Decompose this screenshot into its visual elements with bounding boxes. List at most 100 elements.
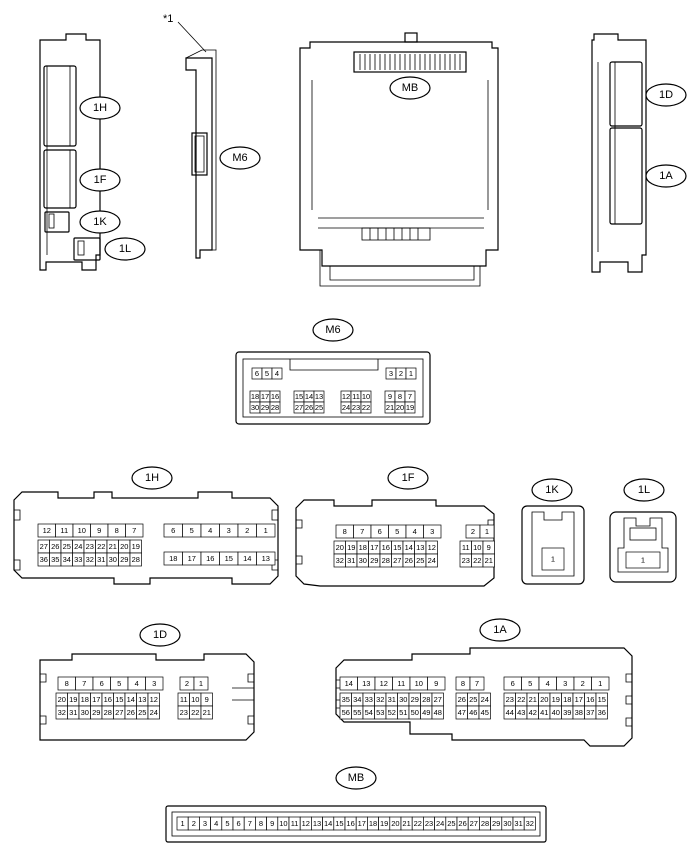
pin-number: 19: [552, 695, 560, 704]
m6-pin-9: 9: [384, 390, 396, 403]
1h-pin-13: 13: [256, 551, 276, 566]
1a-pin-31: 31: [385, 692, 398, 707]
m6-pin-11: 11: [350, 390, 362, 403]
pin-number: 4: [275, 369, 279, 378]
1f-pin-7: 7: [353, 524, 372, 539]
pin-number: 11: [397, 679, 405, 688]
pin-number: 30: [399, 695, 407, 704]
1f-pin-30: 30: [356, 553, 369, 568]
mb-pin-11: 11: [288, 816, 301, 831]
svg-text:MB: MB: [348, 772, 365, 784]
svg-text:1H: 1H: [93, 102, 107, 114]
svg-text:1D: 1D: [153, 629, 167, 641]
1h-pin-16: 16: [200, 551, 220, 566]
pin-number: 29: [92, 708, 100, 717]
pin-number: 19: [406, 403, 414, 412]
1d-pin-24: 24: [147, 705, 160, 720]
pin-number: 5: [528, 679, 532, 688]
1h-pin-19: 19: [129, 539, 142, 554]
1d-pin-1: 1: [193, 676, 209, 691]
pin-number: 29: [370, 556, 378, 565]
pin-number: 10: [78, 526, 86, 535]
svg-text:1A: 1A: [659, 170, 673, 182]
pin-number: 4: [135, 679, 139, 688]
pin-number: 18: [369, 819, 377, 828]
mb-pin-6: 6: [232, 816, 245, 831]
1h-pin-22: 22: [95, 539, 108, 554]
1h-pin-28: 28: [129, 552, 142, 567]
1f-pin-26: 26: [402, 553, 415, 568]
pin-number: 24: [428, 556, 436, 565]
pin-number: 2: [192, 819, 196, 828]
pin-number: 32: [376, 695, 384, 704]
1h-pin-18: 18: [163, 551, 183, 566]
pin-number: 14: [405, 543, 413, 552]
pin-number: 26: [405, 556, 413, 565]
1d-pin-29: 29: [90, 705, 103, 720]
1h-pin-8: 8: [107, 523, 126, 538]
pin-number: 33: [365, 695, 373, 704]
right-unit-view: [591, 33, 647, 273]
1f-pin-19: 19: [345, 540, 358, 555]
svg-text:1H: 1H: [145, 472, 159, 484]
pin-number: 32: [86, 555, 94, 564]
pin-number: 30: [251, 403, 259, 412]
1a-pin-38: 38: [572, 705, 585, 720]
pin-number: 11: [352, 392, 360, 401]
1f-pin-18: 18: [356, 540, 369, 555]
pin-number: 2: [581, 679, 585, 688]
pin-number: 3: [203, 819, 207, 828]
pin-number: 8: [343, 527, 347, 536]
mb-pin-10: 10: [277, 816, 290, 831]
1a-pin-6: 6: [503, 676, 522, 691]
pin-number: 5: [225, 819, 229, 828]
pin-number: 24: [74, 542, 82, 551]
pin-number: 20: [336, 543, 344, 552]
pin-number: 2: [185, 679, 189, 688]
pin-number: 29: [492, 819, 500, 828]
pin-number: 4: [413, 527, 417, 536]
pin-number: 13: [138, 695, 146, 704]
pin-number: 11: [60, 526, 68, 535]
1a-pin-35: 35: [339, 692, 352, 707]
1a-pin-54: 54: [362, 705, 375, 720]
pin-number: 26: [458, 695, 466, 704]
pin-number: 7: [360, 527, 364, 536]
pin-number: 32: [526, 819, 534, 828]
1f-pin-8: 8: [335, 524, 354, 539]
svg-text:MB: MB: [402, 82, 419, 94]
1f-pin-22: 22: [471, 553, 484, 568]
pin-number: 27: [115, 708, 123, 717]
pin-number: 3: [430, 527, 434, 536]
pin-number: 19: [380, 819, 388, 828]
1f-pin-31: 31: [345, 553, 358, 568]
1f-pin-12: 12: [425, 540, 438, 555]
1f-pin-29: 29: [368, 553, 381, 568]
pin-number: 21: [386, 403, 394, 412]
pin-number: 39: [563, 708, 571, 717]
pin-number: 12: [380, 679, 388, 688]
pin-number: 30: [359, 556, 367, 565]
pin-number: 8: [398, 392, 402, 401]
1a-pin-8: 8: [455, 676, 471, 691]
1h-pin-25: 25: [60, 539, 73, 554]
pin-number: 22: [414, 819, 422, 828]
1a-pin-51: 51: [397, 705, 410, 720]
pin-number: 19: [69, 695, 77, 704]
1d-pin-21: 21: [200, 705, 213, 720]
1f-pin-4: 4: [405, 524, 424, 539]
pin-number: 22: [473, 556, 481, 565]
pin-number: 1: [181, 819, 185, 828]
mb-pin-31: 31: [512, 816, 525, 831]
1d-pin-14: 14: [124, 692, 137, 707]
connector-1l: 1L 1: [609, 478, 677, 583]
svg-text:1F: 1F: [402, 472, 415, 484]
1a-pin-25: 25: [467, 692, 480, 707]
side-label-m6: M6: [219, 146, 261, 170]
pin-number: 7: [408, 392, 412, 401]
1f-pin-5: 5: [388, 524, 407, 539]
svg-text:1L: 1L: [638, 484, 650, 496]
